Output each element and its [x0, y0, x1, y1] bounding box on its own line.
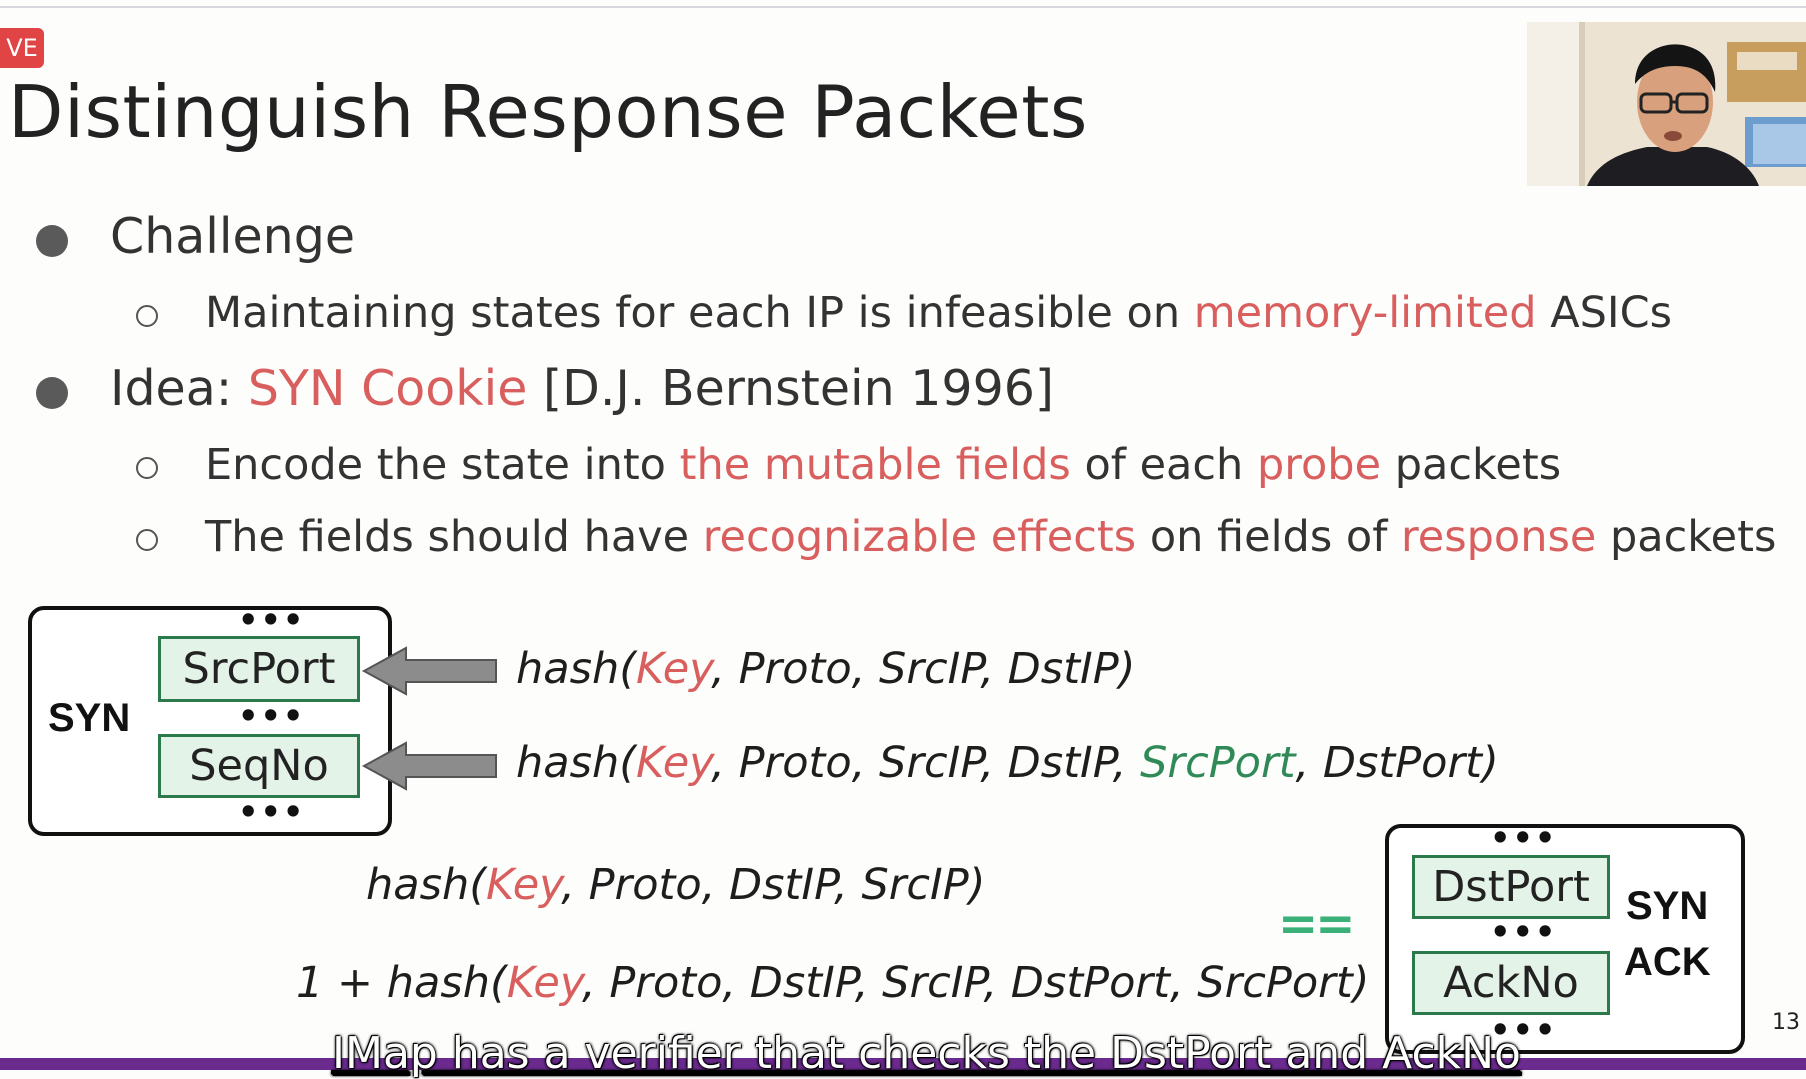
sub-bullet-fields: The fields should have recognizable effe… — [205, 512, 1776, 562]
sub-text-plain: packets — [1596, 512, 1777, 562]
formula-key: Key — [636, 644, 712, 694]
formula-text: hash( — [516, 644, 637, 694]
formula-seqno-hash: hash(Key, Proto, SrcIP, DstIP, SrcPort, … — [516, 738, 1499, 788]
formula-text: , Proto, SrcIP, DstIP, — [711, 738, 1141, 788]
left-arrow-icon — [361, 741, 497, 791]
sub-text-highlight: memory-limited — [1193, 288, 1537, 338]
sub-bullet-ring-icon — [136, 305, 158, 327]
sub-text-highlight: recognizable effects — [702, 512, 1137, 562]
formula-text: , Proto, DstIP, SrcIP) — [561, 860, 986, 910]
sub-text-plain: on fields of — [1136, 512, 1402, 562]
bullet-text: Idea: — [110, 360, 248, 417]
formula-text: 1 + hash( — [296, 958, 507, 1008]
bottom-progress-bar — [0, 1058, 1806, 1070]
ellipsis-bottom: ••• — [238, 793, 306, 831]
synack-label-ack: ACK — [1624, 940, 1711, 984]
equals-sign: == — [1278, 896, 1355, 952]
synack-label-syn: SYN — [1626, 884, 1709, 928]
formula-srcport: SrcPort — [1140, 738, 1296, 788]
ellipsis-mid: ••• — [1490, 913, 1558, 951]
sub-bullet-encode: Encode the state into the mutable fields… — [205, 440, 1561, 490]
bullet-text: [D.J. Bernstein 1996] — [527, 360, 1055, 417]
bullet-dot-icon — [36, 225, 68, 257]
sub-bullet-memory: Maintaining states for each IP is infeas… — [205, 288, 1672, 338]
webcam-video — [1527, 22, 1806, 186]
sub-text-highlight: response — [1401, 512, 1597, 562]
sub-text-plain: Maintaining states for each IP is infeas… — [205, 288, 1194, 338]
sub-text-plain: of each — [1070, 440, 1257, 490]
formula-key: Key — [506, 958, 582, 1008]
bullet-text: Challenge — [110, 208, 355, 265]
formula-srcport-hash: hash(Key, Proto, SrcIP, DstIP) — [516, 644, 1135, 694]
sub-bullet-ring-icon — [136, 457, 158, 479]
bullet-text-highlight: SYN Cookie — [247, 360, 528, 417]
subtitle-caption: IMap has a verifier that checks the DstP… — [332, 1028, 1521, 1079]
sub-text-plain: ASICs — [1536, 288, 1673, 338]
formula-text: , Proto, SrcIP, DstIP) — [711, 644, 1136, 694]
formula-key: Key — [486, 860, 562, 910]
formula-text: , DstPort) — [1295, 738, 1499, 788]
left-arrow-icon — [361, 646, 497, 696]
top-divider — [0, 6, 1806, 8]
formula-ackno-hash: 1 + hash(Key, Proto, DstIP, SrcIP, DstPo… — [296, 958, 1369, 1008]
ellipsis-top: ••• — [1490, 819, 1558, 857]
field-srcport: SrcPort — [158, 636, 360, 702]
syn-label: SYN — [48, 696, 131, 740]
bullet-idea: Idea: SYN Cookie [D.J. Bernstein 1996] — [110, 360, 1054, 417]
sub-text-plain: packets — [1381, 440, 1562, 490]
formula-key: Key — [636, 738, 712, 788]
ellipsis-top: ••• — [238, 601, 306, 639]
bullet-challenge: Challenge — [110, 208, 355, 265]
page-number: 13 — [1772, 1010, 1800, 1035]
sub-text-highlight: the mutable fields — [679, 440, 1071, 490]
field-ackno: AckNo — [1412, 951, 1610, 1015]
formula-dstport-hash: hash(Key, Proto, DstIP, SrcIP) — [366, 860, 985, 910]
sub-text-highlight: probe — [1256, 440, 1382, 490]
field-dstport: DstPort — [1412, 855, 1610, 919]
field-seqno: SeqNo — [158, 734, 360, 798]
sub-bullet-ring-icon — [136, 529, 158, 551]
sub-text-plain: Encode the state into — [205, 440, 680, 490]
live-badge: VE — [0, 28, 44, 68]
formula-text: hash( — [516, 738, 637, 788]
ellipsis-mid: ••• — [238, 697, 306, 735]
formula-text: hash( — [366, 860, 487, 910]
slide-title: Distinguish Response Packets — [8, 70, 1088, 154]
sub-text-plain: The fields should have — [205, 512, 703, 562]
formula-text: , Proto, DstIP, SrcIP, DstPort, SrcPort) — [582, 958, 1370, 1008]
bullet-dot-icon — [36, 377, 68, 409]
